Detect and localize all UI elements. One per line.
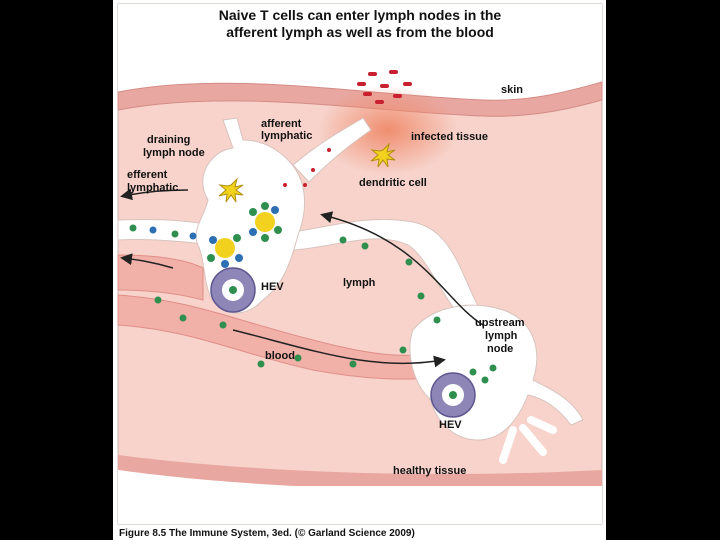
hev-lower-t-cell: [449, 391, 457, 399]
immune-diagram: Naive T cells can enter lymph nodes in t…: [117, 3, 603, 539]
label-efferent: efferent: [127, 169, 168, 181]
figure-frame: Naive T cells can enter lymph nodes in t…: [113, 0, 606, 540]
dendritic-cell-cluster-lower: [207, 234, 243, 268]
dendritic-cell-cluster-upper: [249, 202, 282, 242]
label-upstream-lymph: lymph: [485, 330, 518, 342]
label-infected-tissue: infected tissue: [411, 131, 488, 143]
label-lymph-node: lymph node: [143, 147, 205, 159]
label-lymph: lymph: [343, 277, 376, 289]
t-cells-lymph: [129, 224, 441, 324]
label-efferent-lymphatic: lymphatic: [127, 182, 178, 194]
t-cells-upstream-node: [469, 364, 497, 384]
label-afferent-lymphatic: lymphatic: [261, 130, 312, 142]
label-afferent: afferent: [261, 118, 302, 130]
lymph-out-arrow: [120, 253, 174, 269]
label-skin: skin: [501, 84, 523, 96]
bacteria: [357, 70, 412, 104]
figure-title-line1: Naive T cells can enter lymph nodes in t…: [219, 7, 502, 23]
dendritic-cell-node: [218, 177, 244, 203]
label-upstream-node: node: [487, 343, 513, 355]
afferent-lymphatic-tube: [292, 117, 372, 183]
label-blood: blood: [265, 350, 295, 362]
blood-vessel-upper: [117, 254, 204, 301]
label-dendritic-cell: dendritic cell: [359, 177, 427, 189]
label-hev-upper: HEV: [261, 281, 284, 293]
efferent-flow-arrow: [120, 188, 189, 201]
bottom-edge: [118, 470, 602, 491]
title-band: [118, 4, 602, 44]
skin-exterior: [118, 44, 602, 101]
inflammation-glow: [318, 85, 458, 175]
node-lymphatic-branches: [499, 416, 557, 464]
bottom-white: [118, 486, 602, 524]
hev-upper-t-cell: [229, 286, 237, 294]
label-healthy-tissue: healthy tissue: [393, 465, 466, 477]
label-draining: draining: [147, 134, 190, 146]
label-hev-lower: HEV: [439, 419, 462, 431]
lymph-flow-arrow: [320, 211, 484, 326]
figure-title-line2: afferent lymph as well as from the blood: [226, 24, 494, 40]
t-cells-blood: [154, 296, 407, 368]
label-upstream: upstream: [475, 317, 525, 329]
antigen-dots: [283, 148, 331, 187]
dendritic-cell-skin: [370, 142, 396, 168]
bottom-tissue-band: [118, 455, 602, 491]
blood-flow-arrow: [232, 329, 446, 368]
figure-caption: Figure 8.5 The Immune System, 3ed. (© Ga…: [119, 528, 415, 539]
